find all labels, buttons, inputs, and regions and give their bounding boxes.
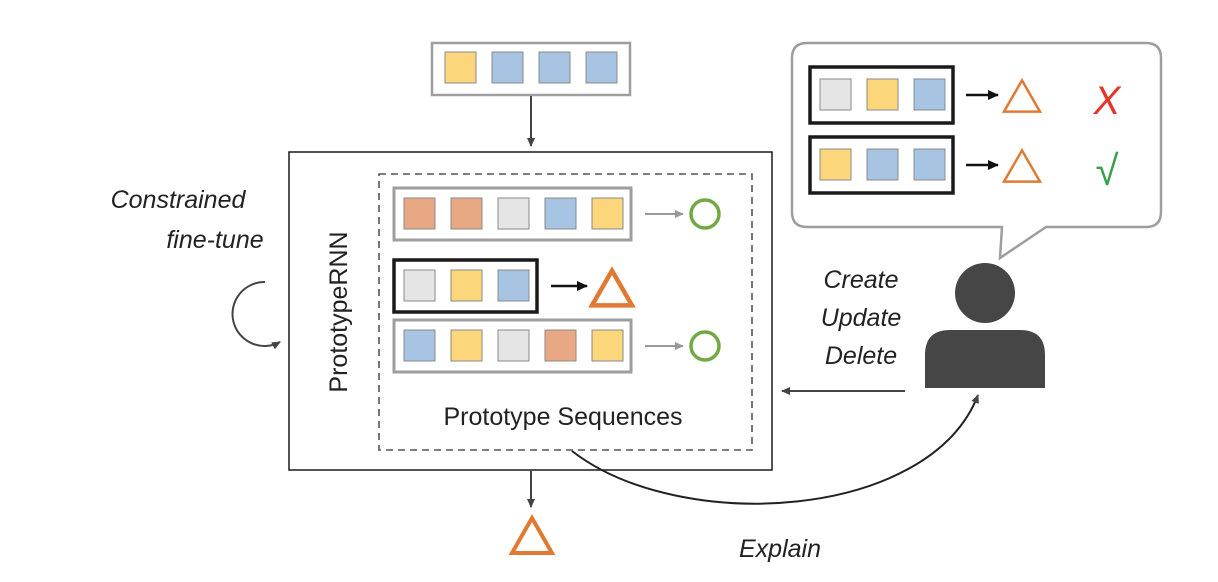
triangle-icon — [1001, 147, 1043, 183]
token-orange-square — [544, 329, 577, 362]
prototype-row — [392, 258, 636, 314]
token-orange-square — [450, 197, 483, 230]
token-yellow-square — [450, 329, 483, 362]
feedback-row — [808, 135, 1043, 195]
fine-tune-loop-arrow — [231, 280, 281, 350]
token-yellow-square — [591, 197, 624, 230]
token-gray-square — [403, 269, 436, 302]
token-blue-square — [491, 51, 524, 84]
input-sequence — [444, 51, 618, 84]
token-yellow-square — [591, 329, 624, 362]
token-blue-square — [497, 269, 530, 302]
feedback-row — [808, 65, 1043, 125]
delete-label: Delete — [825, 342, 897, 370]
final-output-triangle-icon — [508, 513, 556, 555]
model-name-label: PrototypeRNN — [325, 231, 353, 392]
prototype-list — [392, 186, 721, 374]
token-yellow-square — [450, 269, 483, 302]
prototype-row — [392, 186, 721, 242]
prototype-sequences-region — [378, 173, 753, 451]
circle-icon — [689, 198, 721, 230]
prototype-row — [392, 318, 721, 374]
token-yellow-square — [866, 78, 899, 111]
circle-icon — [689, 330, 721, 362]
triangle-icon — [1001, 77, 1043, 113]
cross-icon: X — [1093, 79, 1122, 123]
token-blue-square — [913, 148, 946, 181]
token-blue-square — [866, 148, 899, 181]
token-gray-square — [497, 329, 530, 362]
token-orange-square — [403, 197, 436, 230]
explain-arrow — [571, 394, 979, 505]
token-blue-square — [538, 51, 571, 84]
token-yellow-square — [819, 148, 852, 181]
token-blue-square — [403, 329, 436, 362]
check-icon: √ — [1095, 147, 1119, 194]
token-gray-square — [819, 78, 852, 111]
fine-tune-label: fine-tune — [166, 226, 263, 254]
constrained-label: Constrained — [111, 186, 247, 214]
update-label: Update — [821, 304, 902, 332]
token-gray-square — [497, 197, 530, 230]
token-yellow-square — [444, 51, 477, 84]
prototype-sequences-label: Prototype Sequences — [443, 403, 682, 431]
token-blue-square — [913, 78, 946, 111]
feedback-list — [808, 65, 1043, 195]
user-icon — [925, 263, 1045, 388]
create-label: Create — [823, 266, 898, 294]
triangle-icon — [588, 266, 636, 308]
token-blue-square — [544, 197, 577, 230]
explain-label: Explain — [739, 535, 821, 563]
token-blue-square — [585, 51, 618, 84]
